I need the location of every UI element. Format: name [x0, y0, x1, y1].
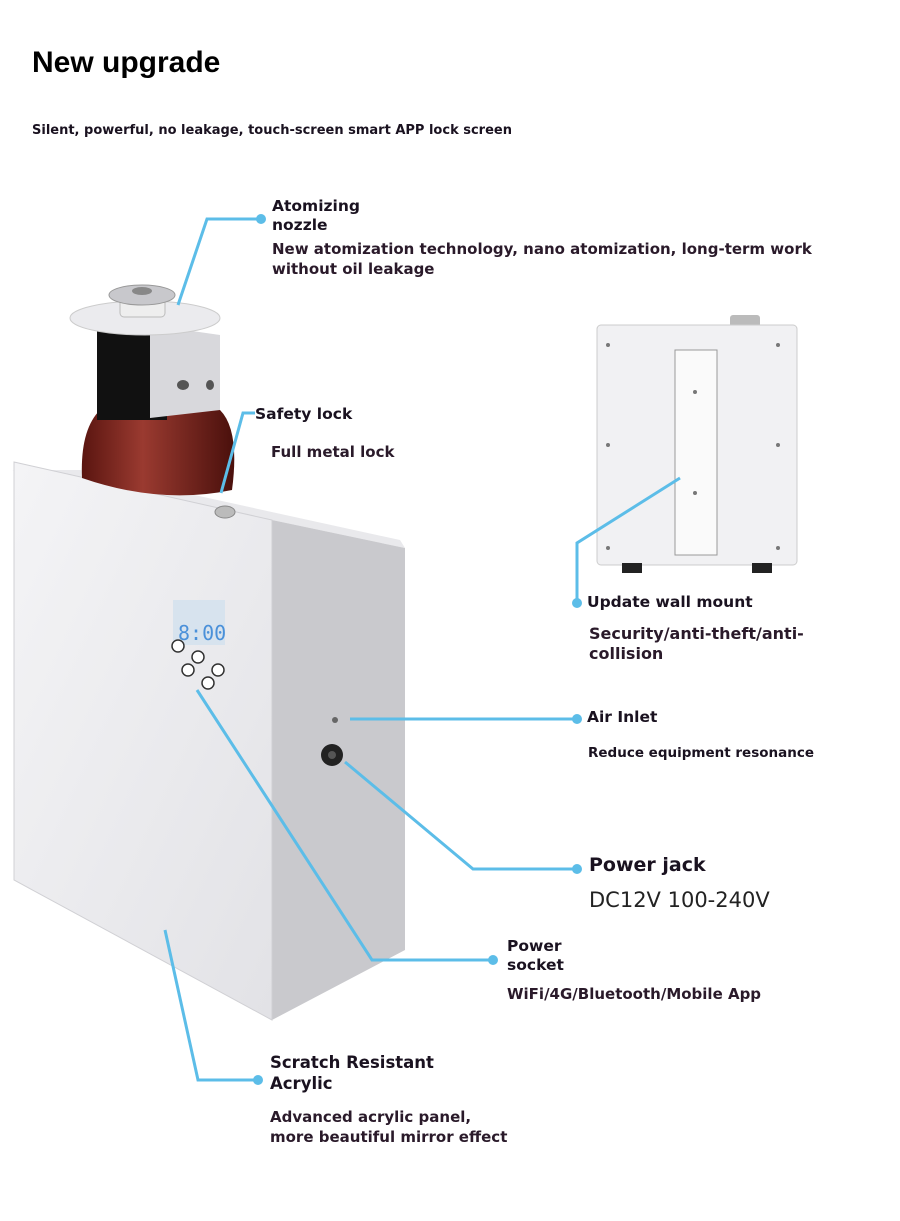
diffuser-device: 8:00	[12, 284, 405, 1021]
callout-heading-air-inlet: Air Inlet	[587, 708, 658, 726]
callout-heading-nozzle: Atomizing nozzle	[272, 197, 360, 234]
touch-buttons	[171, 639, 225, 690]
callout-heading-power-socket: Power socket	[507, 937, 564, 974]
device-back-view	[596, 315, 798, 573]
page-subtitle: Silent, powerful, no leakage, touch-scre…	[32, 123, 512, 138]
callout-desc-safety-lock: Full metal lock	[271, 443, 395, 461]
wall-mount-bracket	[674, 349, 718, 556]
callout-heading-acrylic: Scratch Resistant Acrylic	[270, 1053, 434, 1093]
acrylic-front-panel	[13, 461, 273, 1021]
callout-lines	[163, 217, 681, 1082]
callout-dots	[253, 214, 582, 1085]
device-side-panel	[272, 520, 405, 1020]
callout-heading-safety-lock: Safety lock	[255, 405, 353, 423]
lcd-display	[173, 600, 225, 645]
callout-desc-wall-mount: Security/anti-theft/anti- collision	[589, 624, 804, 663]
nozzle-bracket	[150, 325, 220, 418]
oil-bottle	[81, 410, 235, 496]
callout-heading-wall-mount: Update wall mount	[587, 593, 753, 611]
lcd-time: 8:00	[178, 621, 226, 645]
callout-heading-power-jack: Power jack	[589, 854, 706, 876]
callout-desc-acrylic: Advanced acrylic panel, more beautiful m…	[270, 1108, 508, 1146]
air-inlet-hole	[332, 717, 338, 723]
callout-desc-power-socket: WiFi/4G/Bluetooth/Mobile App	[507, 985, 762, 1003]
safety-lock-icon	[214, 505, 236, 519]
callout-desc-air-inlet: Reduce equipment resonance	[588, 745, 815, 761]
callout-desc-nozzle: New atomization technology, nano atomiza…	[272, 240, 812, 278]
page-title: New upgrade	[32, 46, 221, 79]
callout-desc-power-jack: DC12V 100-240V	[589, 888, 770, 912]
